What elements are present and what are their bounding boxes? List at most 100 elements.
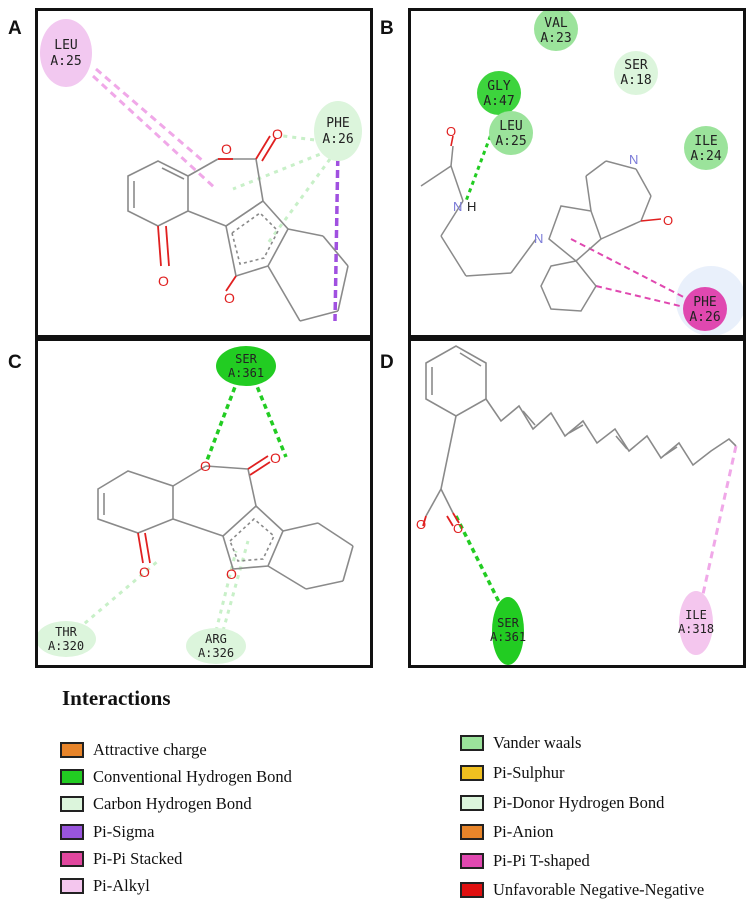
legend-item-vander-waals: Vander waals — [460, 732, 581, 754]
panel-a: O O O O LEU A:25 PHE A:26 — [35, 8, 373, 338]
svg-text:A:361: A:361 — [490, 630, 526, 644]
legend-item-pi-pi-stacked: Pi-Pi Stacked — [60, 848, 182, 870]
svg-text:ILE: ILE — [694, 134, 717, 149]
svg-text:A:26: A:26 — [322, 132, 353, 147]
ligand-structure-c — [97, 465, 354, 590]
atom-o-d1: O — [416, 517, 426, 532]
residue-arg-326-c: ARG A:326 — [186, 628, 246, 664]
panel-c-diagram: O O O O SER A:361 THR A:320 ARG A:326 — [38, 346, 354, 664]
atom-o-b1: O — [446, 124, 456, 139]
legend-swatch — [460, 735, 484, 751]
ligand-structure — [127, 158, 349, 322]
svg-text:ARG: ARG — [205, 632, 227, 646]
legend-item-pi-anion: Pi-Anion — [460, 821, 554, 843]
panel-d-diagram: O O SER A:361 ILE A:318 — [416, 345, 738, 665]
atom-h-b1: H — [467, 199, 476, 214]
legend-swatch — [460, 824, 484, 840]
atom-o-a1: O — [158, 273, 169, 289]
oxygen-bonds — [157, 135, 277, 292]
legend-swatch — [60, 824, 84, 840]
residue-ile-24-b: ILE A:24 — [684, 126, 728, 170]
atom-n-b3: N — [629, 152, 638, 167]
panel-label-b: B — [380, 18, 394, 39]
svg-text:A:320: A:320 — [48, 639, 84, 653]
atom-o-a4: O — [224, 290, 235, 306]
residue-phe-26-a: PHE A:26 — [314, 101, 362, 161]
legend-item-pi-sulphur: Pi-Sulphur — [460, 762, 565, 784]
ligand-structure-b — [420, 145, 652, 312]
atom-o-c2: O — [200, 458, 211, 474]
svg-text:A:25: A:25 — [50, 54, 81, 69]
residue-gly-47-b: GLY A:47 — [477, 71, 521, 115]
hbond-gly47 — [464, 120, 498, 202]
residue-leu-25-a: LEU A:25 — [40, 19, 92, 87]
pi-alkyl-lines — [91, 67, 218, 191]
legend-item-conventional-hbond: Conventional Hydrogen Bond — [60, 766, 292, 788]
atom-o-c3: O — [270, 450, 281, 466]
pi-sigma-line — [333, 145, 340, 322]
atom-n-b2: N — [534, 231, 543, 246]
legend-item-pi-pi-t-shaped: Pi-Pi T-shaped — [460, 850, 590, 872]
svg-text:LEU: LEU — [499, 119, 522, 134]
legend-swatch — [60, 769, 84, 785]
atom-o-a2: O — [221, 141, 232, 157]
hbond-ser361-lines — [204, 378, 288, 464]
svg-text:ILE: ILE — [685, 608, 707, 622]
legend-swatch — [460, 853, 484, 869]
svg-text:SER: SER — [497, 616, 519, 630]
legend-item-pi-sigma: Pi-Sigma — [60, 821, 154, 843]
legend-swatch — [60, 878, 84, 894]
residue-val-23-b: VAL A:23 — [534, 11, 578, 51]
svg-text:A:18: A:18 — [620, 73, 651, 88]
legend-swatch — [460, 765, 484, 781]
svg-text:A:361: A:361 — [228, 366, 264, 380]
legend-swatch — [60, 851, 84, 867]
atom-o-b2: O — [663, 213, 673, 228]
residue-ile-318-d: ILE A:318 — [678, 591, 714, 655]
svg-text:LEU: LEU — [54, 38, 77, 53]
panel-label-a: A — [8, 18, 22, 39]
legend-item-carbon-hbond: Carbon Hydrogen Bond — [60, 793, 252, 815]
legend-item-pi-alkyl: Pi-Alkyl — [60, 875, 150, 897]
panel-b-diagram: O O N H N N VAL A:23 SER A:18 GLY A:47 L… — [420, 11, 743, 335]
legend-swatch — [60, 742, 84, 758]
atom-n-b1: N — [453, 199, 462, 214]
hbond-ser361-d — [454, 515, 508, 617]
ligand-structure-d — [425, 345, 737, 517]
svg-text:A:47: A:47 — [483, 94, 514, 109]
svg-text:SER: SER — [235, 352, 257, 366]
legend-swatch — [460, 795, 484, 811]
residue-ser-361-c: SER A:361 — [216, 346, 276, 386]
svg-text:A:24: A:24 — [690, 149, 721, 164]
legend-swatch — [60, 796, 84, 812]
svg-text:A:23: A:23 — [540, 31, 571, 46]
panel-d: O O SER A:361 ILE A:318 — [408, 338, 746, 668]
svg-text:A:25: A:25 — [495, 134, 526, 149]
legend-title: Interactions — [62, 686, 171, 710]
panel-c: O O O O SER A:361 THR A:320 ARG A:326 — [35, 338, 373, 668]
svg-text:A:26: A:26 — [689, 310, 720, 325]
svg-text:VAL: VAL — [544, 16, 568, 31]
svg-text:A:318: A:318 — [678, 622, 714, 636]
svg-text:SER: SER — [624, 58, 648, 73]
svg-text:PHE: PHE — [693, 295, 716, 310]
svg-text:GLY: GLY — [487, 79, 511, 94]
residue-thr-320-c: THR A:320 — [38, 621, 96, 657]
panel-b: O O N H N N VAL A:23 SER A:18 GLY A:47 L… — [408, 8, 746, 338]
pi-alkyl-line-d — [699, 445, 738, 604]
panel-label-c: C — [8, 352, 22, 373]
svg-text:A:326: A:326 — [198, 646, 234, 660]
legend-item-attractive-charge: Attractive charge — [60, 739, 207, 761]
legend-item-pi-donor-hbond: Pi-Donor Hydrogen Bond — [460, 792, 664, 814]
legend-swatch — [460, 882, 484, 898]
svg-text:THR: THR — [55, 625, 77, 639]
atom-o-a3: O — [272, 126, 283, 142]
legend-item-unfavorable-neg-neg: Unfavorable Negative-Negative — [460, 879, 704, 901]
pi-pi-tshaped-lines — [570, 238, 702, 312]
atom-o-d2: O — [453, 521, 463, 536]
residue-ser-18-b: SER A:18 — [614, 51, 658, 95]
atom-o-c4: O — [226, 566, 237, 582]
residue-ser-361-d: SER A:361 — [490, 597, 526, 665]
residue-leu-25-b: LEU A:25 — [489, 111, 533, 155]
panel-a-diagram: O O O O LEU A:25 PHE A:26 — [40, 19, 362, 322]
